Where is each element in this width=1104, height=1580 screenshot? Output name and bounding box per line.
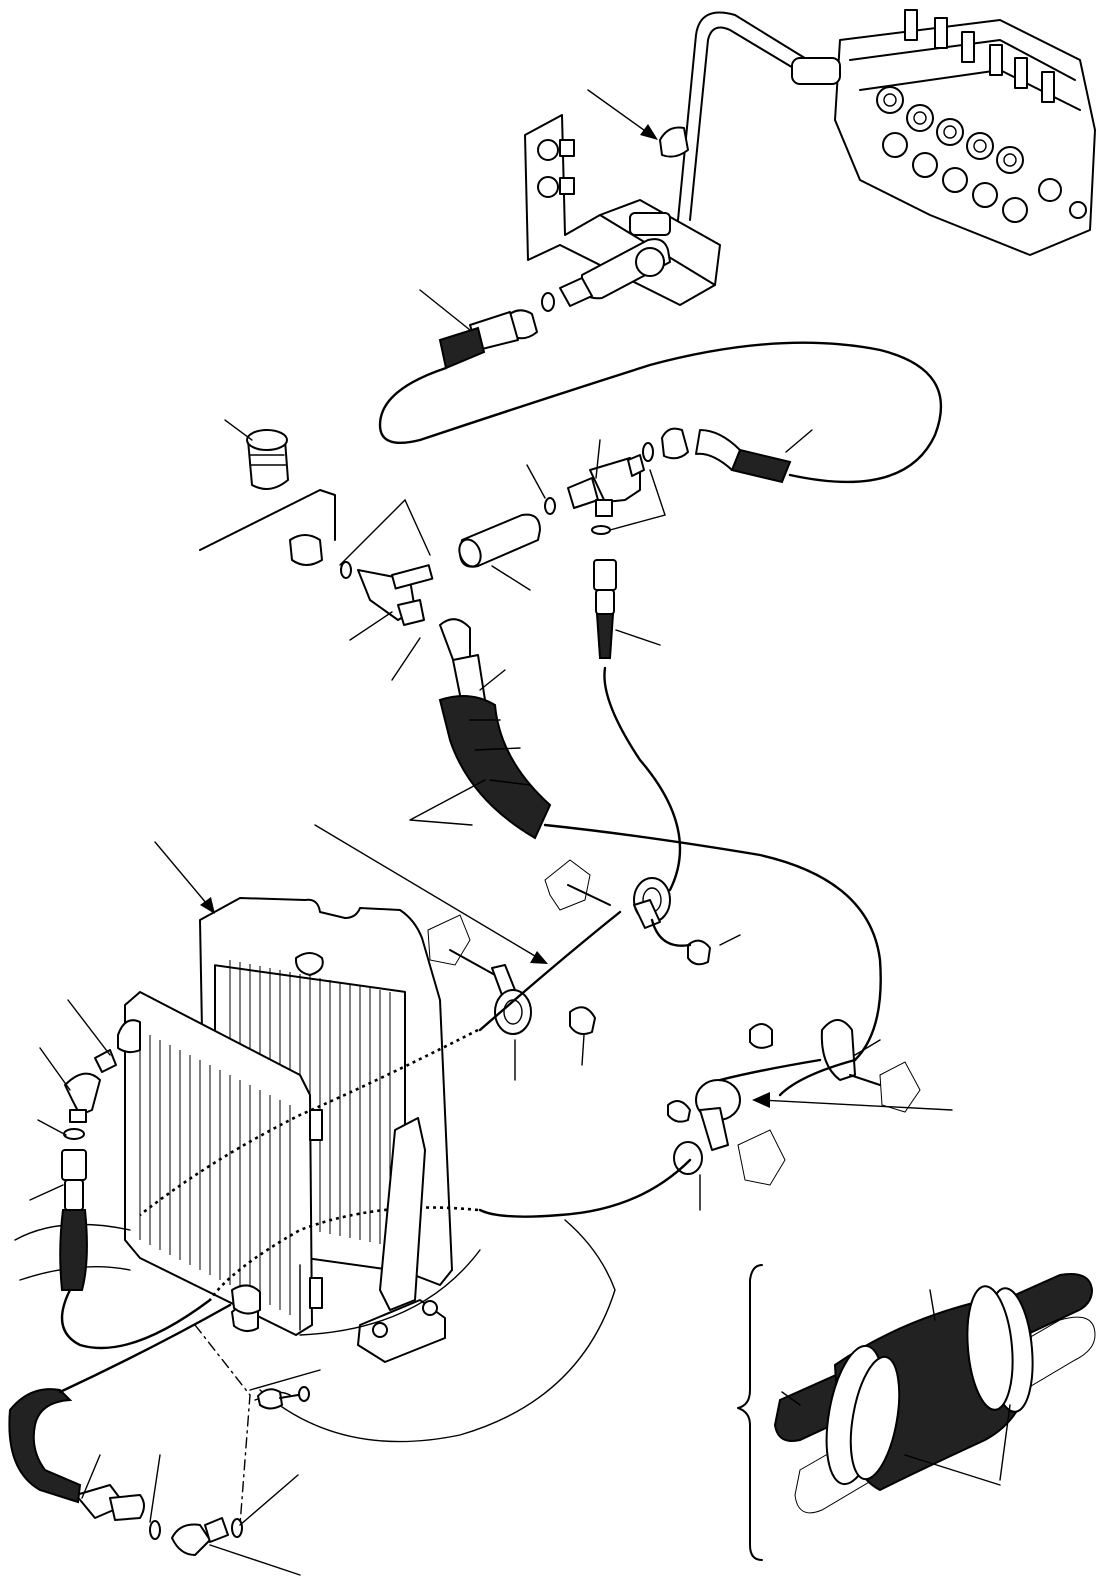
leader-line xyxy=(526,464,546,499)
leader-line xyxy=(479,669,506,691)
hose-segment xyxy=(478,1158,692,1218)
hose-upper-fitting xyxy=(438,309,538,370)
hose-wrap-detail xyxy=(737,1264,1096,1561)
hose-right-fitting xyxy=(642,427,792,484)
leader-line xyxy=(615,629,661,646)
leader-line xyxy=(609,469,666,531)
hose-segment xyxy=(478,910,622,1032)
upper-hose-loop xyxy=(378,341,943,484)
leader-line xyxy=(419,289,471,331)
leader-line xyxy=(409,779,486,826)
hose-segment xyxy=(718,1058,822,1082)
reference-arrow-pipe xyxy=(587,89,658,140)
leader-line xyxy=(491,565,531,591)
reference-arrow-cooler xyxy=(154,841,215,914)
spacer-sleeve xyxy=(458,513,541,568)
middle-hose xyxy=(543,823,882,1062)
oil-cooler-front xyxy=(117,991,323,1336)
tee-fitting-right xyxy=(544,454,645,535)
vertical-hose xyxy=(593,559,682,892)
leader-lines-left xyxy=(29,999,310,1576)
hidden-hose-upper xyxy=(139,1028,479,1217)
hose-segment xyxy=(778,1058,857,1097)
cooler-port xyxy=(231,1284,261,1315)
reference-arrows-clamps xyxy=(314,824,953,1211)
leader-line xyxy=(595,439,601,479)
tee-fitting-left xyxy=(340,561,434,626)
control-valve-block xyxy=(834,9,1096,256)
lower-hose-sleeve xyxy=(8,1388,82,1504)
leader-line xyxy=(391,637,421,681)
cooler-mounting-stay xyxy=(357,1117,446,1363)
leader-line xyxy=(785,429,813,453)
return-pipe xyxy=(659,11,841,221)
hose-segment xyxy=(650,918,692,947)
hydraulic-tank xyxy=(199,429,336,566)
leader-line xyxy=(224,419,253,441)
oil-cooler-fins xyxy=(139,1030,291,1315)
pipe-coupler xyxy=(541,212,671,312)
hose-clamps xyxy=(427,859,921,1186)
lower-hose xyxy=(58,1303,232,1394)
left-hose xyxy=(60,1288,212,1350)
protective-sleeve xyxy=(438,618,552,840)
leader-line xyxy=(339,498,431,566)
leader-dash xyxy=(194,1324,251,1526)
elbow-fittings xyxy=(59,1049,243,1556)
leader-line xyxy=(349,611,393,641)
